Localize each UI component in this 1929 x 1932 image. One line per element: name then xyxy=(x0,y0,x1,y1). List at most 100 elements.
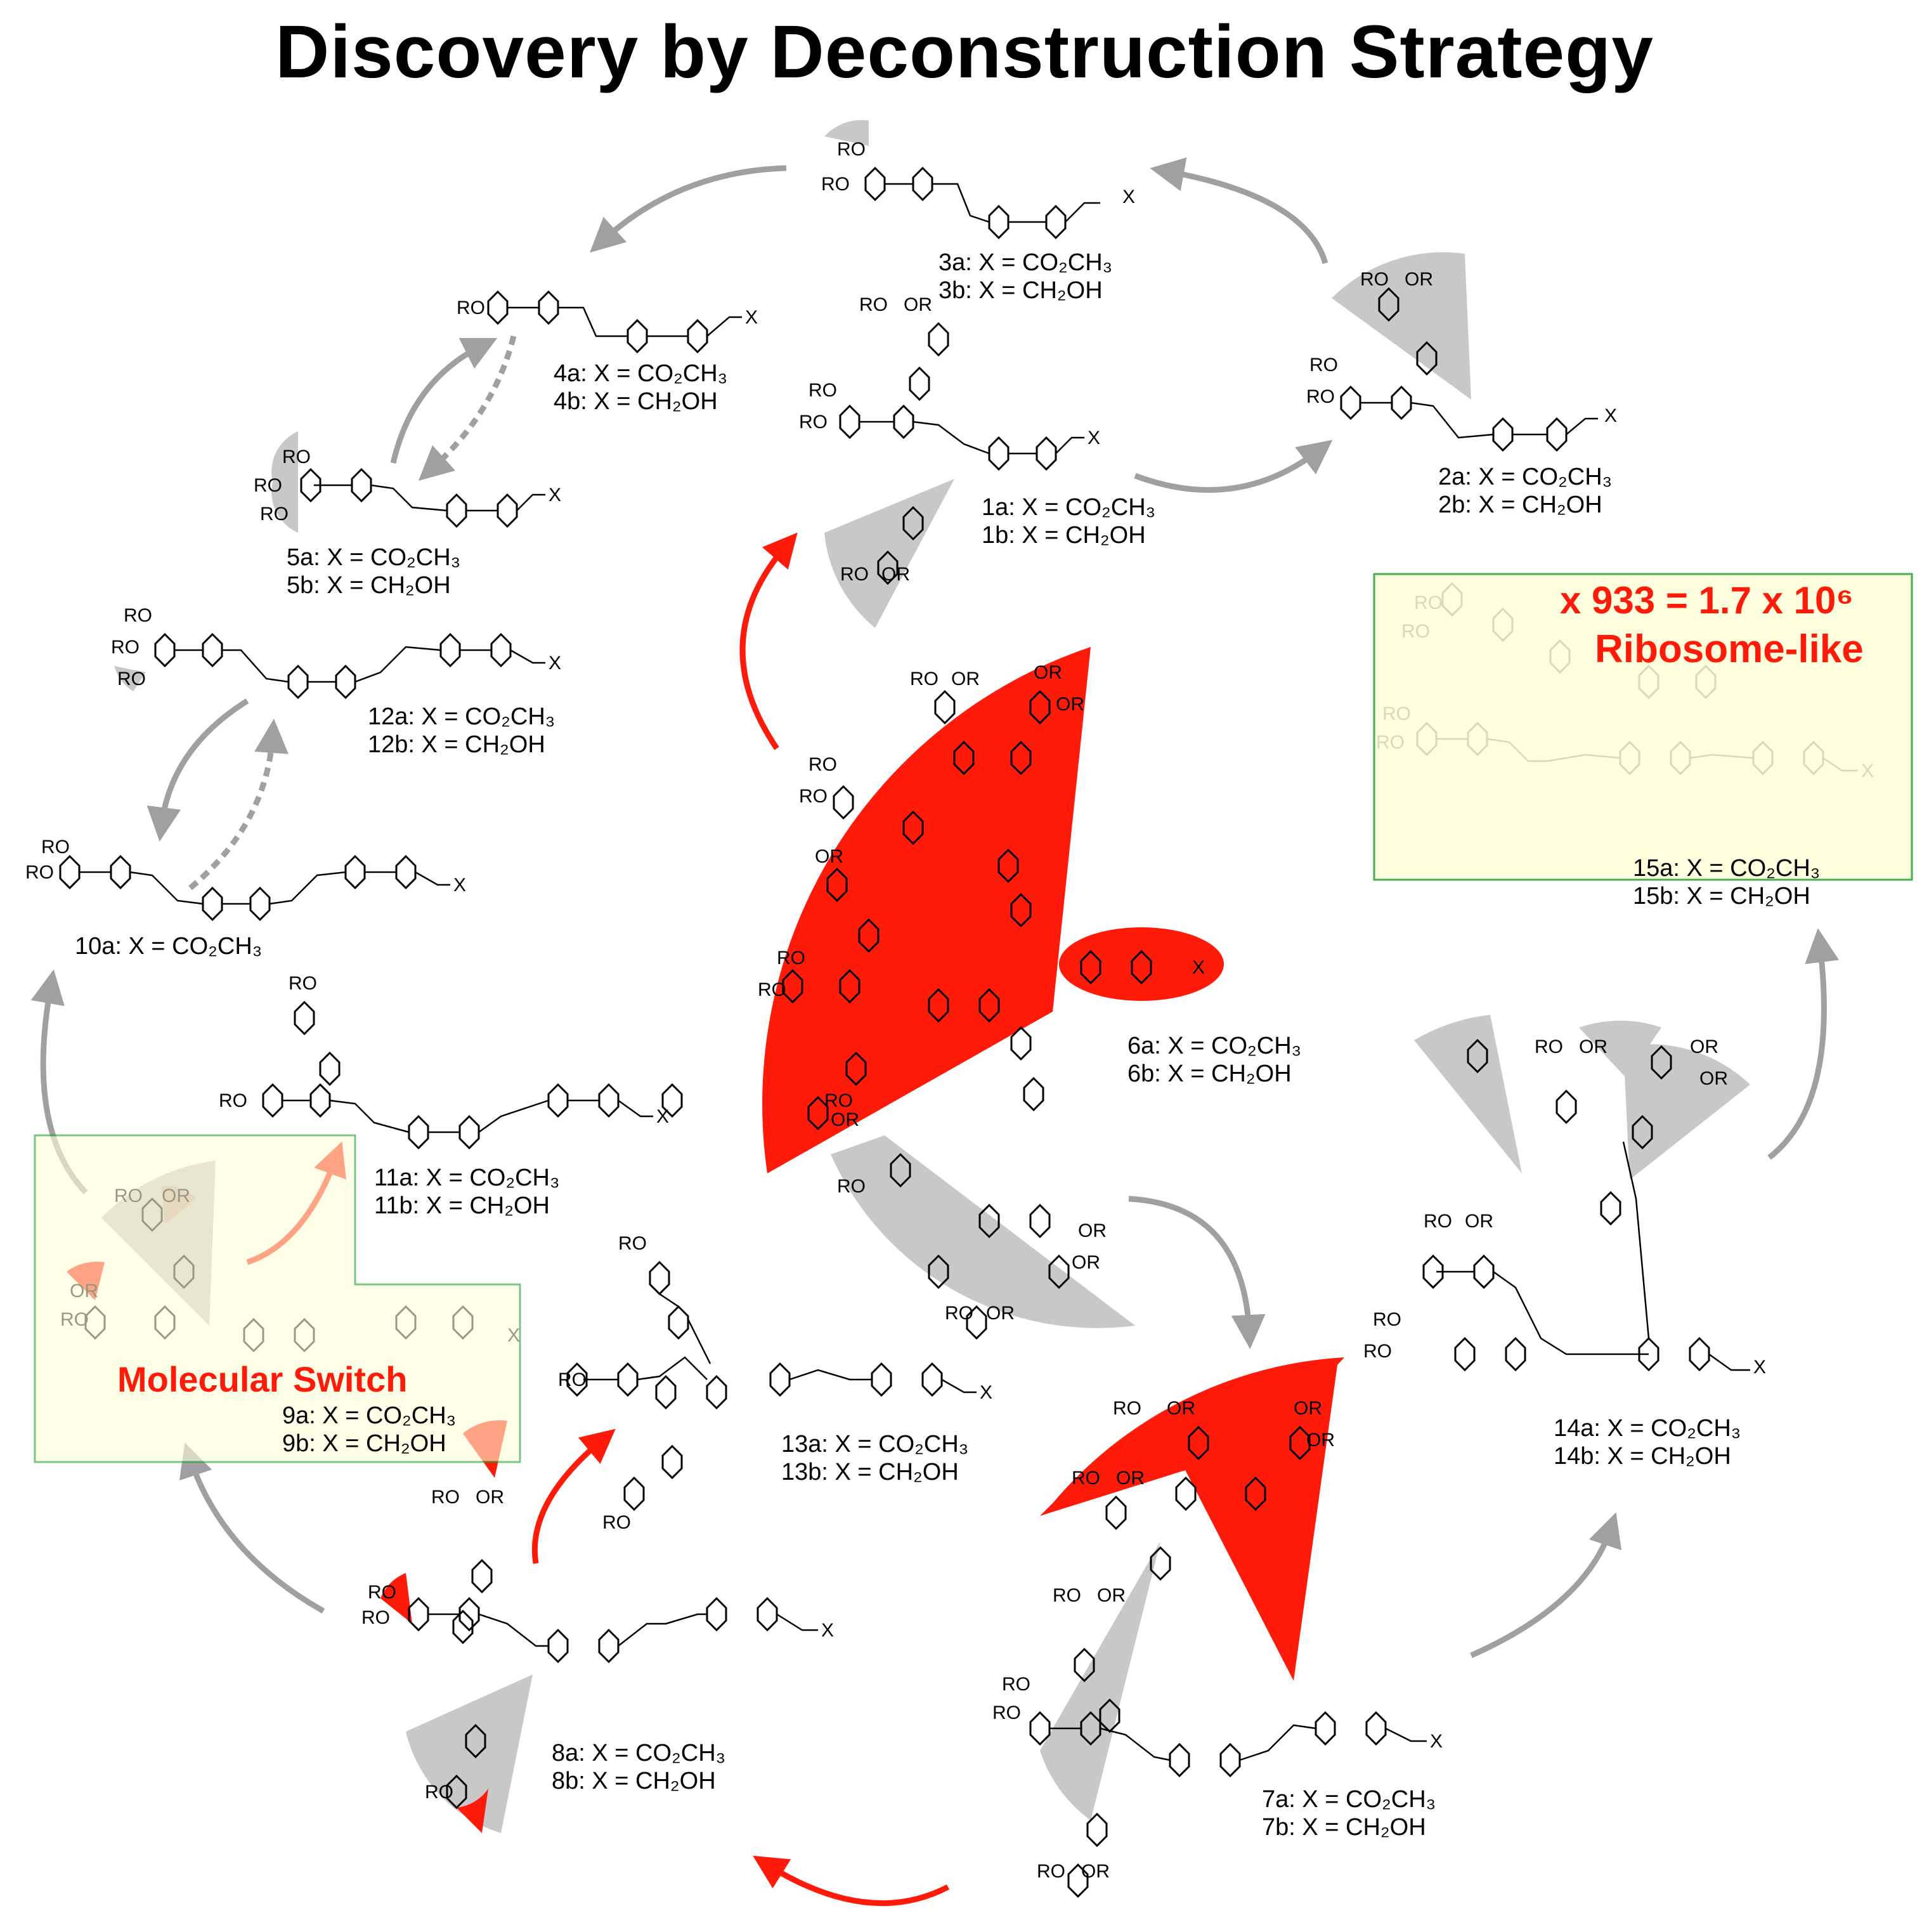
atom-label-x: X xyxy=(549,653,561,674)
atom-label-or: OR xyxy=(815,846,843,867)
atom-label-ro: RO xyxy=(809,380,837,401)
atom-label-ro: RO xyxy=(1053,1585,1081,1606)
atom-label-ro: RO xyxy=(219,1090,247,1111)
atom-label-ro: RO xyxy=(1113,1398,1141,1419)
atom-label-or: OR xyxy=(1072,1252,1100,1273)
atom-label-x: X xyxy=(1192,957,1205,978)
atom-label-ro: RO xyxy=(1535,1036,1563,1057)
arrow-14-to-15 xyxy=(1767,928,1840,1160)
atom-label-ro: RO xyxy=(117,669,146,689)
atom-label-or: OR xyxy=(1056,694,1084,715)
atom-label-ro: RO xyxy=(824,1090,853,1111)
atom-label-or: OR xyxy=(1579,1036,1608,1057)
atom-label-x: X xyxy=(656,1106,669,1127)
ribosome-box xyxy=(1373,573,1913,881)
atom-label-x: X xyxy=(1604,405,1617,426)
atom-label-x: X xyxy=(1122,186,1135,207)
atom-label-x: X xyxy=(745,307,758,328)
atom-label-ro: RO xyxy=(992,1702,1021,1723)
atom-label-or: OR xyxy=(1690,1036,1718,1057)
atom-label-ro: RO xyxy=(799,786,828,807)
atom-label-or: OR xyxy=(1081,1861,1110,1882)
arrow-4-to-5-dashed xyxy=(418,335,517,481)
atom-label-ro: RO xyxy=(282,447,311,467)
atom-label-ro: RO xyxy=(1002,1674,1030,1695)
atom-label-ro: RO xyxy=(602,1512,631,1533)
atom-label-ro: RO xyxy=(1373,1309,1401,1330)
atom-label-or: OR xyxy=(1699,1068,1728,1089)
atom-label-ro: RO xyxy=(289,973,317,994)
atom-label-ro: RO xyxy=(260,504,289,525)
chain-bonds xyxy=(79,183,1858,1761)
ribosome-ratio: x 933 = 1.7 x 10⁶ xyxy=(1560,579,1854,622)
atom-label-or: OR xyxy=(904,294,932,315)
atom-label-ro: RO xyxy=(457,297,485,318)
arrow-5-to-4 xyxy=(390,337,498,464)
atom-label-ro: RO xyxy=(758,979,786,1000)
atom-label-or: OR xyxy=(951,669,980,689)
page-title: Discovery by Deconstruction Strategy xyxy=(275,10,1654,94)
arrow-7-to-8 xyxy=(753,1855,950,1907)
atom-label-x: X xyxy=(453,875,466,896)
molecular-switch-label: Molecular Switch xyxy=(117,1359,408,1399)
atom-label-ro: RO xyxy=(1306,386,1335,407)
arrow-12-to-10 xyxy=(146,698,249,842)
atom-label-or: OR xyxy=(1078,1220,1107,1241)
arrow-3-to-4 xyxy=(590,165,787,253)
compound-10-label: 10a: X = CO₂CH₃ xyxy=(75,933,263,960)
atom-label-or: OR xyxy=(1034,662,1062,683)
atom-label-or: OR xyxy=(1167,1398,1195,1419)
atom-label-ro: RO xyxy=(124,605,152,626)
atom-label-ro: RO xyxy=(859,294,888,315)
atom-label-ro: RO xyxy=(809,754,837,775)
atom-label-ro: RO xyxy=(777,948,805,969)
atom-label-ro: RO xyxy=(425,1782,453,1803)
atom-label-ro: RO xyxy=(1363,1341,1392,1362)
atom-label-or: OR xyxy=(831,1109,859,1130)
atom-label-or: OR xyxy=(1097,1585,1126,1606)
atom-label-x: X xyxy=(821,1620,834,1641)
atom-label-ro: RO xyxy=(840,564,869,585)
atom-label-or: OR xyxy=(881,564,910,585)
atom-label-or: OR xyxy=(986,1303,1015,1324)
arrow-10-to-12-dashed xyxy=(188,719,289,891)
atom-label-ro: RO xyxy=(254,475,282,496)
atom-label-or: OR xyxy=(1294,1398,1322,1419)
atom-label-or: OR xyxy=(1405,269,1433,290)
atom-label-ro: RO xyxy=(821,174,850,195)
atom-label-x: X xyxy=(980,1382,992,1403)
atom-label-or: OR xyxy=(1116,1468,1145,1489)
atom-label-ro: RO xyxy=(1360,269,1389,290)
arrow-8-to-9 xyxy=(179,1442,325,1614)
atom-label-ro: RO xyxy=(837,1176,866,1197)
atom-label-ro: RO xyxy=(25,862,54,883)
atom-label-ro: RO xyxy=(41,837,70,858)
atom-label-ro: RO xyxy=(910,669,939,689)
atom-label-ro: RO xyxy=(361,1607,390,1628)
atom-label-x: X xyxy=(1753,1357,1766,1378)
atom-label-or: OR xyxy=(1465,1211,1493,1232)
atom-label-or: OR xyxy=(476,1487,504,1508)
arrow-8-to-13 xyxy=(531,1428,616,1564)
ribosome-label: Ribosome-like xyxy=(1595,627,1864,671)
atom-label-ro: RO xyxy=(837,139,866,160)
atom-label-ro: RO xyxy=(1037,1861,1065,1882)
arrow-1-to-2 xyxy=(1134,440,1333,493)
atom-label-ro: RO xyxy=(618,1233,647,1254)
atom-label-ro: RO xyxy=(945,1303,973,1324)
atom-label-ro: RO xyxy=(799,412,828,433)
atom-label-ro: RO xyxy=(1072,1468,1100,1489)
arrow-6-to-7 xyxy=(1128,1196,1266,1349)
atom-label-ro: RO xyxy=(111,637,140,658)
atom-label-ro: RO xyxy=(558,1369,587,1390)
